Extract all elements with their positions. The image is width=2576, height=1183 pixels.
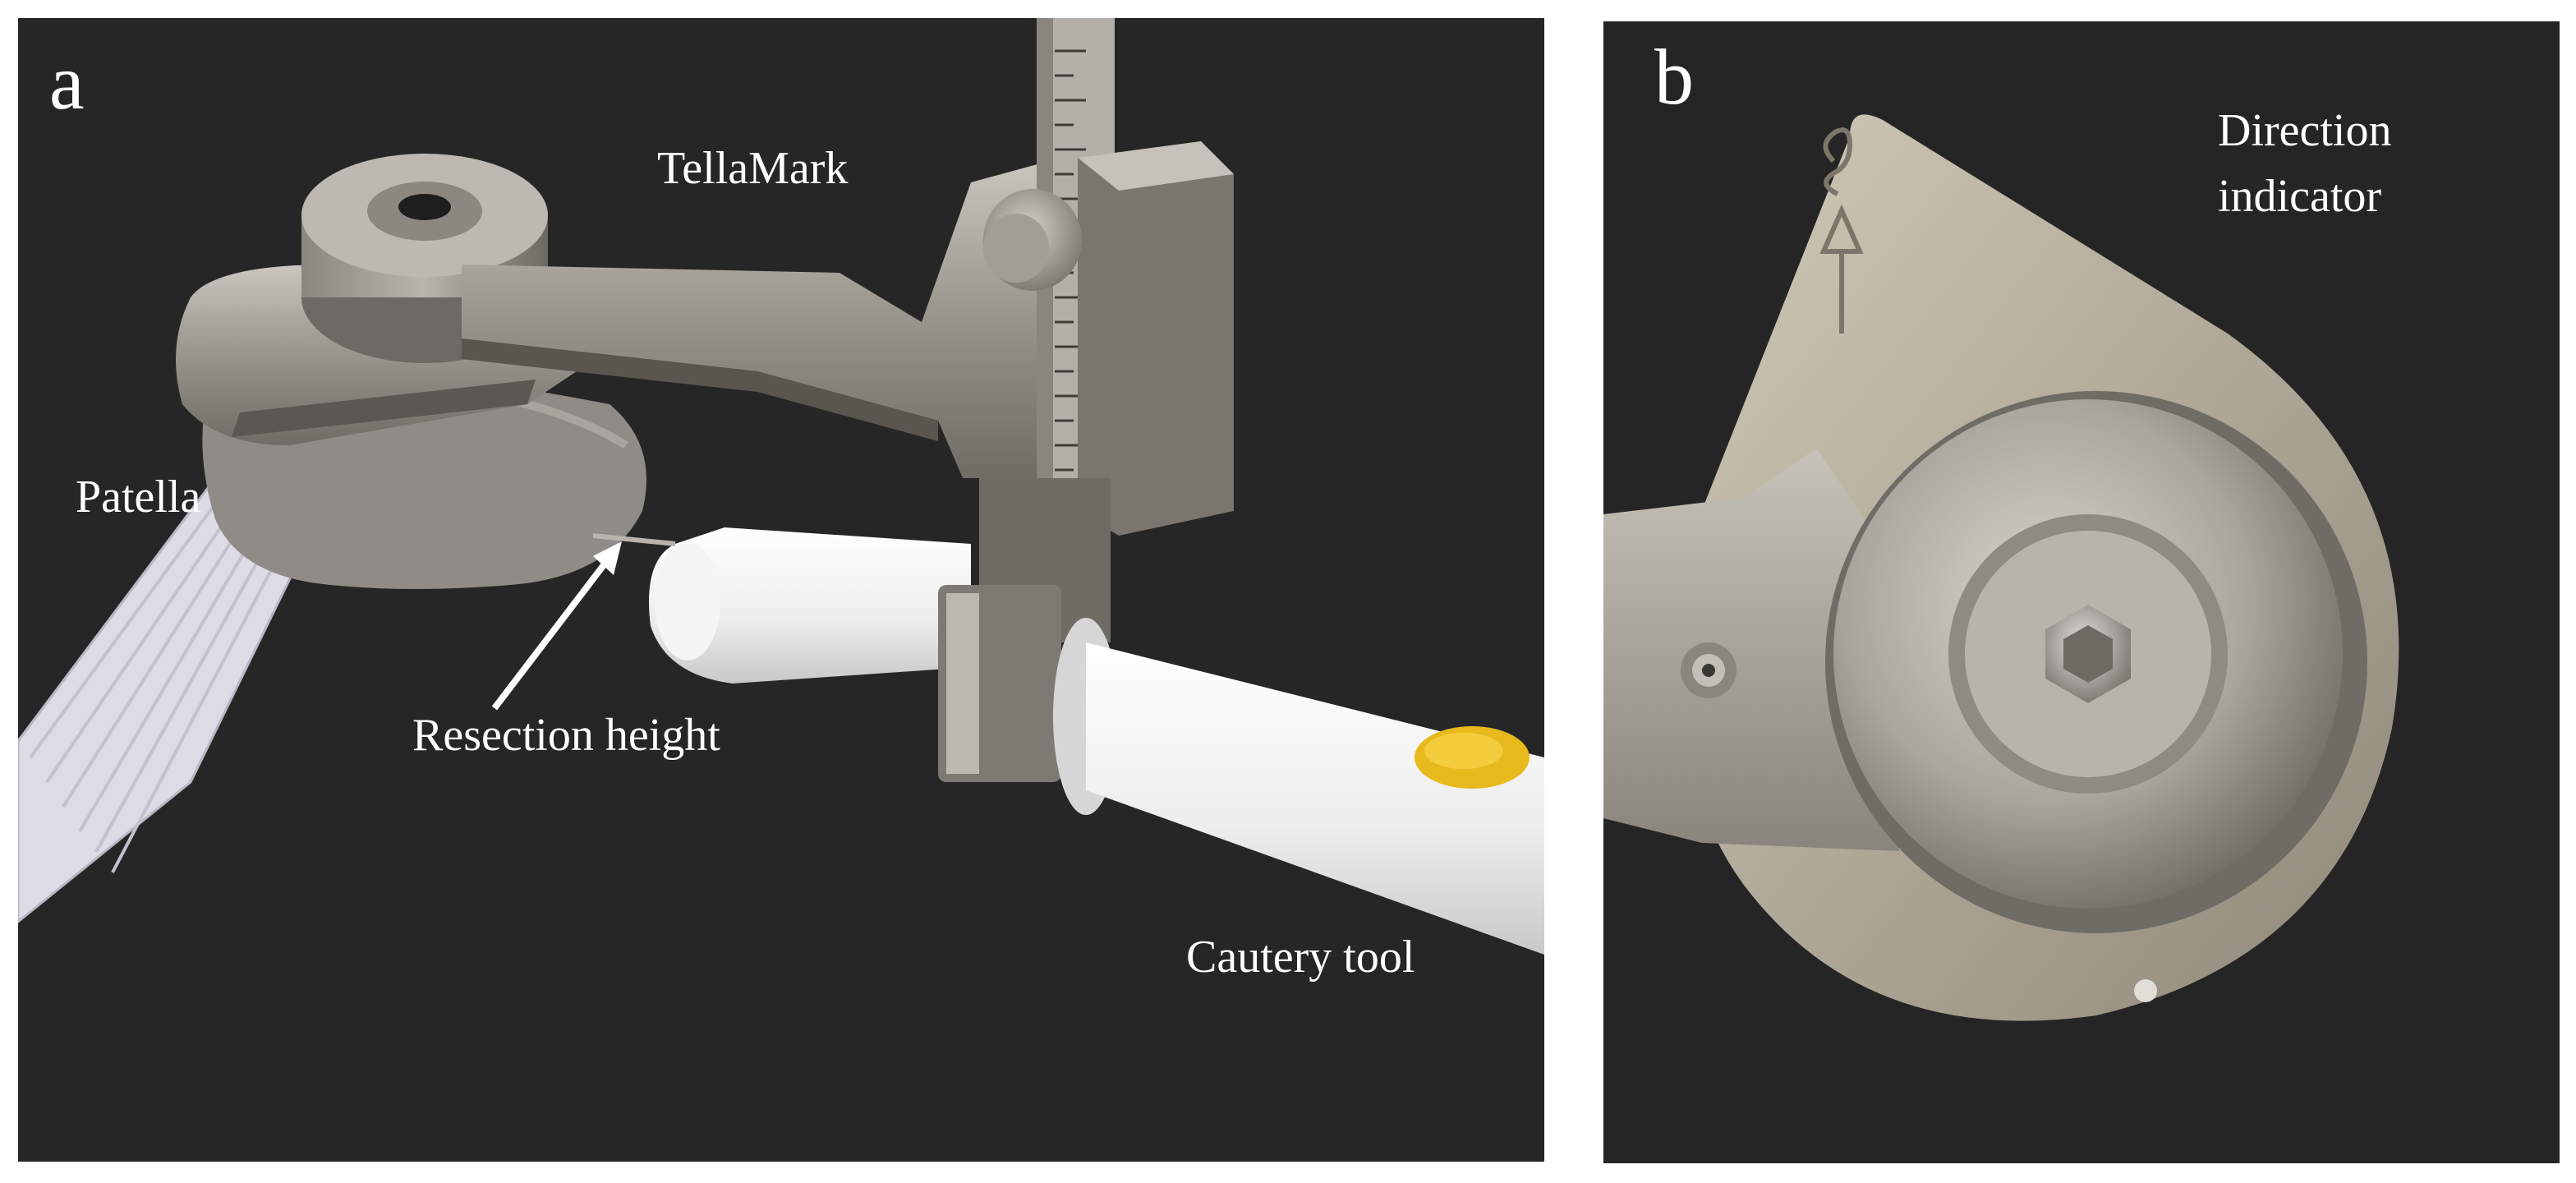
photo-panel-b: b Direction indicator xyxy=(1603,21,2560,1163)
label-cautery-tool: Cautery tool xyxy=(1186,932,1415,983)
cautery-tool xyxy=(649,527,1544,955)
label-patella: Patella xyxy=(76,472,201,522)
knurled-knob xyxy=(983,189,1082,291)
pin xyxy=(2134,979,2157,1002)
tellamark-arm xyxy=(462,158,1061,478)
panel-a-photo xyxy=(18,18,1544,1162)
label-indicator: indicator xyxy=(2218,171,2382,222)
label-resection-height: Resection height xyxy=(412,710,720,761)
panel-letter-a: a xyxy=(49,38,85,126)
resection-arrow xyxy=(491,541,622,711)
panel-letter-b: b xyxy=(1654,33,1694,121)
round-clamp-b xyxy=(1825,391,2367,933)
slider-block xyxy=(1078,141,1234,536)
arm-b xyxy=(1603,449,1899,851)
photo-panel-a: a TellaMark Patella Resection height Cau… xyxy=(18,18,1544,1162)
direction-arrow-engraving xyxy=(1819,127,1864,334)
small-screw xyxy=(1681,642,1736,698)
label-direction: Direction xyxy=(2218,105,2392,156)
panel-b-photo xyxy=(1603,21,2560,1163)
label-tellamark: TellaMark xyxy=(657,143,849,194)
cautery-tip xyxy=(592,533,676,546)
